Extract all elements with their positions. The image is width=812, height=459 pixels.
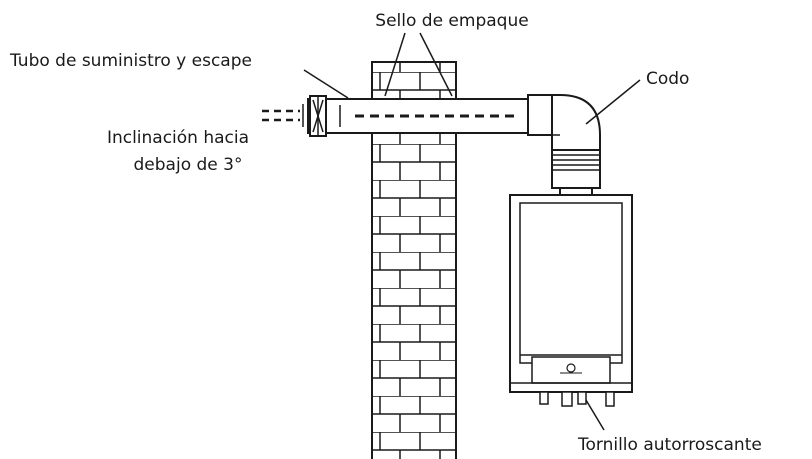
vertical-connector	[551, 149, 601, 197]
seal-label: Sello de empaque	[375, 11, 528, 31]
slope-label-line2: debajo de 3°	[134, 155, 243, 175]
screw-label: Tornillo autorroscante	[577, 435, 762, 455]
elbow-fitting	[527, 94, 601, 151]
slope-indicator	[262, 104, 304, 127]
supply-exhaust-pipe	[307, 98, 531, 134]
leader-lines	[303, 32, 641, 431]
slope-label-line1: Inclinación hacia	[107, 128, 249, 148]
bottom-fittings	[539, 391, 615, 407]
pipe-label: Tubo de suministro y escape	[9, 51, 252, 71]
elbow-label: Codo	[646, 69, 689, 89]
pipe-terminal-cap	[309, 95, 327, 137]
water-heater	[509, 194, 633, 393]
